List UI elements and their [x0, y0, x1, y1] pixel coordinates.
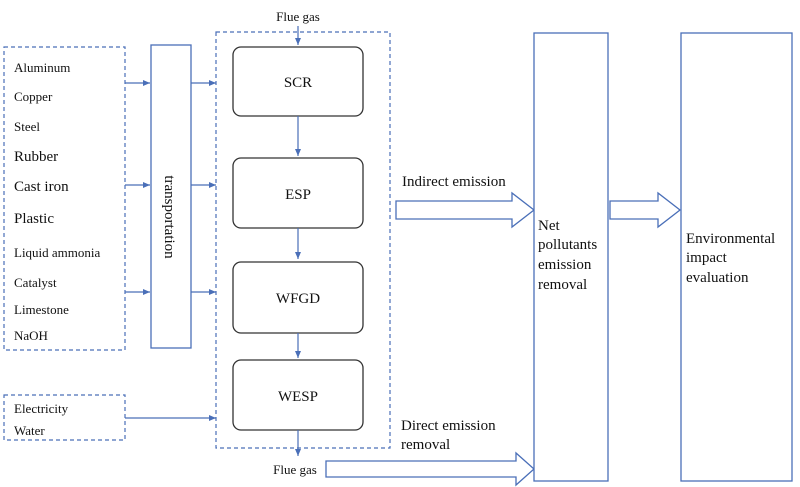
material-item: Rubber: [14, 149, 58, 165]
net-removal-box: [533, 32, 609, 482]
material-item: Cast iron: [14, 179, 69, 195]
net-removal-line: pollutants: [538, 237, 597, 253]
utility-item: Water: [14, 423, 45, 438]
material-item: Liquid ammonia: [14, 245, 101, 260]
environmental-impact-line: impact: [686, 250, 728, 266]
evaluation-arrow: [609, 191, 682, 229]
wfgd-label: WFGD: [276, 291, 320, 307]
indirect-emission-arrow: [395, 191, 536, 229]
environmental-impact-box: [680, 32, 793, 482]
flue-gas-in-label: Flue gas: [276, 9, 320, 24]
wesp-label: WESP: [278, 389, 318, 405]
net-removal-line: removal: [538, 277, 587, 293]
utility-item: Electricity: [14, 401, 69, 416]
material-item: Plastic: [14, 211, 54, 227]
materials-group: [3, 46, 126, 351]
materials-list: Aluminum Copper Steel Rubber Cast iron P…: [14, 60, 101, 343]
transportation-label: transportation: [161, 175, 177, 259]
scr-label: SCR: [284, 75, 312, 91]
material-item: Copper: [14, 89, 53, 104]
material-item: Steel: [14, 119, 40, 134]
flue-gas-out-label: Flue gas: [273, 462, 317, 477]
material-item: NaOH: [14, 328, 48, 343]
material-item: Limestone: [14, 302, 69, 317]
esp-label: ESP: [285, 187, 311, 203]
net-removal-line: emission: [538, 257, 592, 273]
process-group: [215, 31, 391, 449]
net-removal-line: Net: [538, 218, 560, 234]
environmental-impact-line: evaluation: [686, 270, 749, 286]
indirect-emission-label: Indirect emission: [402, 174, 506, 190]
direct-emission-arrow: [325, 451, 535, 487]
transportation-box: [150, 44, 192, 349]
direct-emission-label-line1: Direct emission: [401, 418, 496, 434]
material-item: Aluminum: [14, 60, 70, 75]
direct-emission-label-line2: removal: [401, 437, 450, 453]
material-item: Catalyst: [14, 275, 57, 290]
environmental-impact-line: Environmental: [686, 231, 775, 247]
